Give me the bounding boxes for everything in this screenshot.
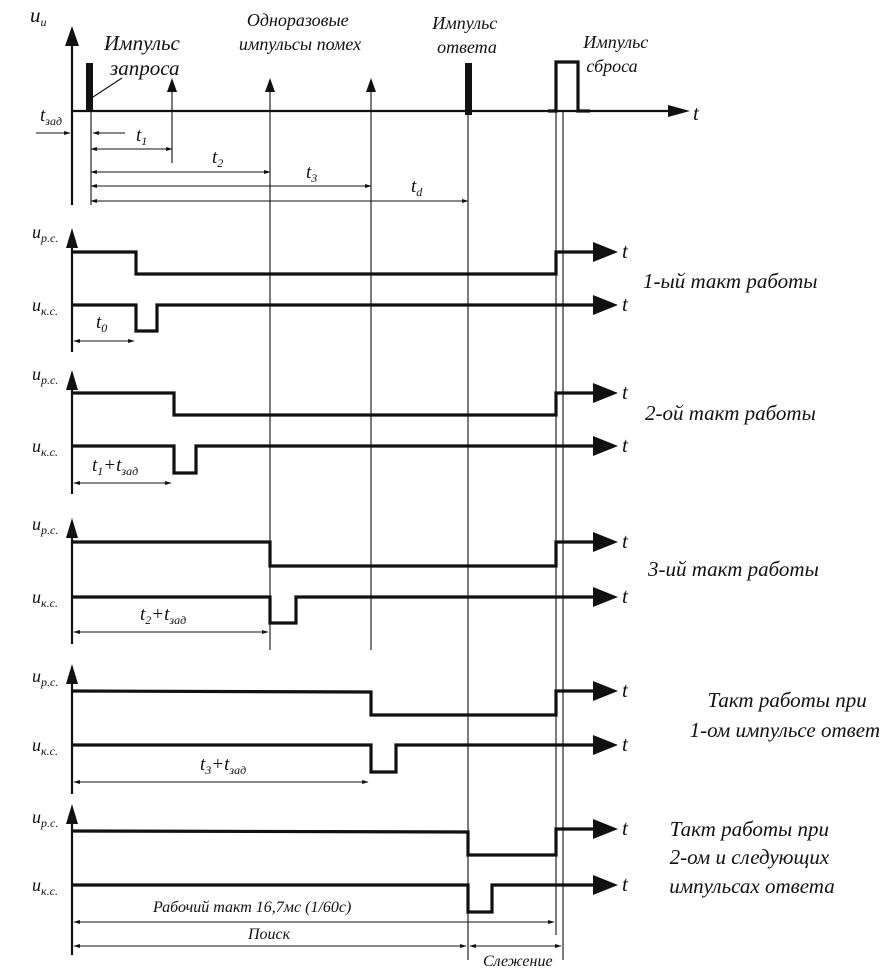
row-4-urs-label: uр.с.	[32, 666, 58, 689]
row-3-interval-label: t2+tзад	[140, 604, 186, 627]
noise-pulse-3-arrow	[366, 78, 376, 92]
row-3-urs-label: uр.с.	[32, 514, 58, 537]
row-4-interval-label: t3+tзад	[200, 754, 246, 777]
row-3: uр.с. uк.с. t t t2+tзад 3-ий такт работы	[32, 514, 819, 644]
row-3-urs-arrow	[593, 532, 618, 552]
row-2-y-axis-arrow	[66, 370, 78, 390]
top-y-axis-arrow	[65, 26, 79, 46]
row-5-uks-label: uк.с.	[32, 875, 58, 898]
row-1-urs-wave	[72, 250, 595, 276]
response-label: Импульс ответа	[431, 13, 502, 57]
noise-pulse-2-arrow	[265, 78, 275, 92]
row-2-caption: 2-ой такт работы	[645, 401, 816, 425]
row-1-y-axis-arrow	[66, 228, 78, 248]
request-pulse	[86, 63, 93, 111]
row-5-urs-label: uр.с.	[32, 807, 58, 830]
noise-label: Одноразовые импульсы помех	[239, 10, 361, 54]
row-3-uks-arrow	[593, 587, 618, 607]
row-2-uks-t: t	[622, 433, 629, 457]
row-4-uks-wave	[72, 743, 595, 774]
row-3-urs-wave	[72, 540, 595, 568]
search-label: Поиск	[247, 926, 291, 943]
row-5-uks-t: t	[622, 872, 629, 896]
row-5-caption: Такт работы при 2-ом и следующих импульс…	[669, 817, 834, 898]
request-pulse-pointer	[92, 77, 123, 98]
row-5-y-axis-arrow	[66, 804, 78, 824]
row-5-uks-wave	[72, 883, 595, 914]
reset-pulse	[548, 60, 590, 113]
tzad-label: tзад	[40, 105, 62, 128]
row-2-urs-wave	[72, 391, 595, 417]
row-4-uks-arrow	[593, 735, 618, 755]
t1-label: t1	[136, 125, 147, 148]
top-t-axis-label: t	[693, 101, 700, 125]
row-2-urs-arrow	[593, 383, 618, 403]
response-pulse	[465, 63, 472, 115]
row-2-uks-arrow	[593, 436, 618, 456]
row-4-urs-t: t	[622, 678, 629, 702]
noise-pulse-1-arrow	[167, 78, 177, 92]
row-1-caption: 1-ый такт работы	[643, 269, 818, 293]
t3-label: t3	[306, 162, 317, 185]
row-4-caption: Такт работы при 1-ом импульсе ответ	[690, 688, 880, 742]
row-3-y-axis-arrow	[66, 518, 78, 538]
row-4-uks-t: t	[622, 732, 629, 756]
row-2-uks-label: uк.с.	[32, 436, 58, 459]
row-1-interval-label: t0	[96, 312, 107, 335]
row-2-uks-wave	[72, 444, 595, 475]
reset-label: Импульс сброса	[582, 32, 653, 76]
row-3-urs-t: t	[622, 529, 629, 553]
row-5-urs-t: t	[622, 816, 629, 840]
row-3-uks-label: uк.с.	[32, 587, 58, 610]
work-cycle-label: Рабочий такт 16,7мс (1/60с)	[152, 899, 351, 916]
row-4: uр.с. uк.с. t t t3+tзад Такт работы при …	[32, 664, 880, 794]
row-4-urs-wave	[71, 689, 595, 717]
tracking-label: Слежение	[483, 953, 553, 970]
row-1-urs-t: t	[622, 239, 629, 263]
row-2-urs-t: t	[622, 380, 629, 404]
row-5-uks-arrow	[593, 875, 618, 895]
row-5: uр.с. uк.с. t t Такт работы при 2-ом и с…	[32, 804, 835, 970]
row-4-uks-label: uк.с.	[32, 735, 58, 758]
row-1: uр.с. uк.с. t t t0 1-ый такт работы	[32, 222, 818, 352]
row-4-y-axis-arrow	[66, 664, 78, 684]
row-2-urs-label: uр.с.	[32, 364, 58, 387]
row-1-uks-wave	[72, 303, 595, 333]
t2-label: t2	[212, 147, 223, 170]
row-3-uks-t: t	[622, 584, 629, 608]
row-3-uks-wave	[72, 595, 595, 625]
top-t-axis-arrow	[668, 105, 690, 117]
request-pulse-label: Импульс запроса	[103, 31, 185, 80]
row-2: uр.с. uк.с. t t t1+tзад 2-ой такт работы	[32, 364, 816, 494]
row-5-urs-arrow	[593, 819, 618, 839]
row-4-urs-arrow	[593, 681, 618, 701]
row-1-urs-label: uр.с.	[32, 222, 58, 245]
row-3-caption: 3-ий такт работы	[647, 557, 819, 581]
row-1-uks-arrow	[593, 295, 618, 315]
row-1-uks-t: t	[622, 292, 629, 316]
row-2-interval-label: t1+tзад	[92, 455, 138, 478]
row-1-urs-arrow	[593, 242, 618, 262]
top-y-axis-label: uи	[30, 3, 47, 29]
td-label: td	[411, 176, 423, 199]
row-1-uks-label: uк.с.	[32, 295, 58, 318]
top-panel: uи t Импульс запроса Одноразовые импульс…	[30, 3, 700, 650]
row-5-urs-wave	[71, 827, 595, 857]
